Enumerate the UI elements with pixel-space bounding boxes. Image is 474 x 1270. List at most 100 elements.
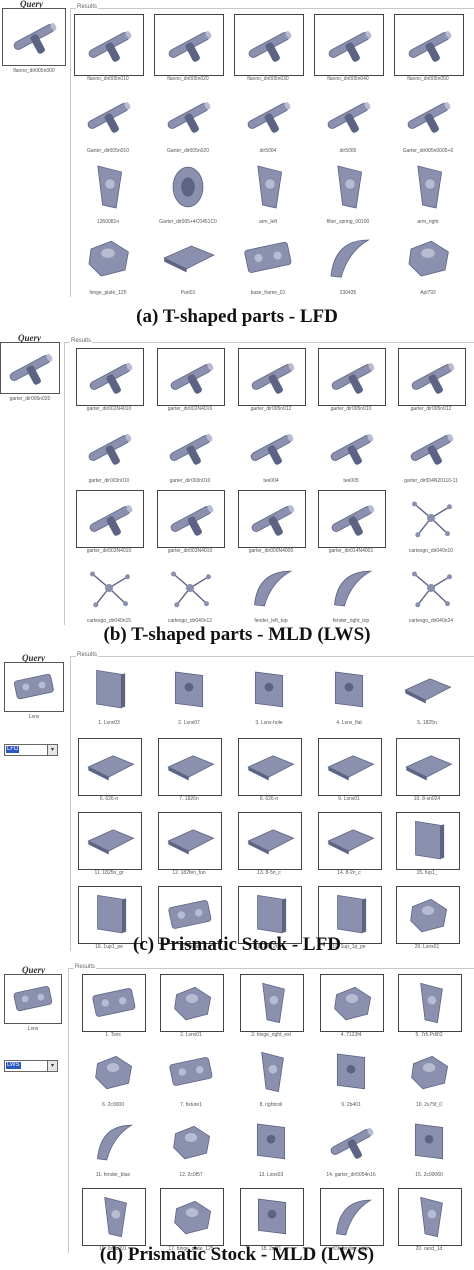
result-thumbnail[interactable] [76,490,144,548]
result-thumbnail[interactable] [398,560,464,616]
result-thumbnail[interactable] [314,86,382,146]
result-thumbnail[interactable] [154,228,222,288]
result-thumbnail[interactable] [234,14,304,76]
result-thumbnail[interactable] [318,662,380,718]
result-thumbnail[interactable] [398,1188,462,1246]
result-thumbnail[interactable] [320,1044,382,1100]
result-thumbnail[interactable] [240,1044,302,1100]
result-caption: base_frame_01 [250,290,286,296]
result-thumbnail[interactable] [158,812,222,870]
result-thumbnail[interactable] [158,738,222,796]
result-thumbnail[interactable] [76,560,142,616]
result-thumbnail[interactable] [398,490,464,546]
result-thumbnail[interactable] [318,738,382,796]
result-thumbnail[interactable] [158,662,220,718]
result-caption: garter_dir005n012 [250,406,292,412]
result-thumbnail[interactable] [157,490,225,548]
result-thumbnail[interactable] [82,1114,144,1170]
descriptor-select[interactable]: LFD ▾ [4,744,58,756]
result-thumbnail[interactable] [154,157,222,217]
result-thumbnail[interactable] [238,420,304,476]
result-thumbnail[interactable] [318,560,384,616]
chevron-down-icon[interactable]: ▾ [47,1061,57,1071]
result-thumbnail[interactable] [160,974,224,1032]
result-thumbnail[interactable] [314,157,382,217]
result-thumbnail[interactable] [394,14,464,76]
result-thumbnail[interactable] [238,490,306,548]
result-thumbnail[interactable] [396,886,460,944]
result-thumbnail[interactable] [157,420,223,476]
result-thumbnail[interactable] [240,1114,302,1170]
result-thumbnail[interactable] [394,157,462,217]
result-thumbnail[interactable] [398,420,464,476]
result-thumbnail[interactable] [160,1114,222,1170]
result-caption: 10. 8-sn024 [413,796,441,802]
result-thumbnail[interactable] [318,420,384,476]
result-thumbnail[interactable] [394,228,462,288]
result-thumbnail[interactable] [318,348,386,406]
result-thumbnail[interactable] [396,812,460,870]
result-thumbnail[interactable] [318,886,382,944]
result-thumbnail[interactable] [234,157,302,217]
result-thumbnail[interactable] [314,228,382,288]
result-thumbnail[interactable] [238,812,302,870]
result-thumbnail[interactable] [234,228,302,288]
result-thumbnail[interactable] [160,1044,222,1100]
query-thumbnail[interactable] [4,974,62,1024]
result-caption: 14. 8-2n_c [337,870,361,876]
descriptor-select-value: LFD [6,746,20,753]
result-thumbnail[interactable] [318,490,386,548]
result-thumbnail[interactable] [157,560,223,616]
result-thumbnail[interactable] [82,974,146,1032]
result-thumbnail[interactable] [160,1188,224,1246]
result-thumbnail[interactable] [74,86,142,146]
result-thumbnail[interactable] [76,348,144,406]
result-caption: garter_dir000N4000 [248,548,294,554]
result-thumbnail[interactable] [318,812,382,870]
result-thumbnail[interactable] [238,886,302,944]
result-caption: garter_dir002N4016 [167,406,213,412]
result-thumbnail[interactable] [314,14,384,76]
result-thumbnail[interactable] [238,560,304,616]
result-thumbnail[interactable] [394,86,462,146]
result-thumbnail[interactable] [78,886,142,944]
result-thumbnail[interactable] [154,14,224,76]
result-caption: tee004 [263,478,279,484]
result-thumbnail[interactable] [158,886,222,944]
result-thumbnail[interactable] [82,1044,144,1100]
query-thumbnail[interactable] [4,662,64,712]
result-thumbnail[interactable] [74,157,142,217]
result-thumbnail[interactable] [398,1114,460,1170]
result-thumbnail[interactable] [398,348,466,406]
result-thumbnail[interactable] [154,86,222,146]
chevron-down-icon[interactable]: ▾ [47,745,57,755]
query-thumbnail[interactable] [2,8,66,66]
result-thumbnail[interactable] [320,1188,384,1246]
result-thumbnail[interactable] [238,348,306,406]
query-thumbnail[interactable] [0,342,60,394]
result-thumbnail[interactable] [82,1188,146,1246]
result-thumbnail[interactable] [398,974,462,1032]
result-thumbnail[interactable] [398,1044,460,1100]
result-thumbnail[interactable] [320,974,384,1032]
result-thumbnail[interactable] [320,1114,382,1170]
result-thumbnail[interactable] [76,420,142,476]
result-thumbnail[interactable] [78,738,142,796]
result-thumbnail[interactable] [240,1188,304,1246]
results-label: Results [76,4,99,10]
result-thumbnail[interactable] [238,738,302,796]
results-label: Results [74,964,97,970]
result-thumbnail[interactable] [78,662,140,718]
result-thumbnail[interactable] [396,662,458,718]
descriptor-select[interactable]: LWS ▾ [4,1060,58,1072]
result-thumbnail[interactable] [157,348,225,406]
result-thumbnail[interactable] [396,738,460,796]
result-caption: hinge_plate_125 [89,290,127,296]
result-thumbnail[interactable] [240,974,304,1032]
result-caption: 11. fender_blue [95,1172,131,1178]
result-thumbnail[interactable] [74,228,142,288]
result-thumbnail[interactable] [74,14,144,76]
result-thumbnail[interactable] [234,86,302,146]
result-thumbnail[interactable] [78,812,142,870]
result-thumbnail[interactable] [238,662,300,718]
